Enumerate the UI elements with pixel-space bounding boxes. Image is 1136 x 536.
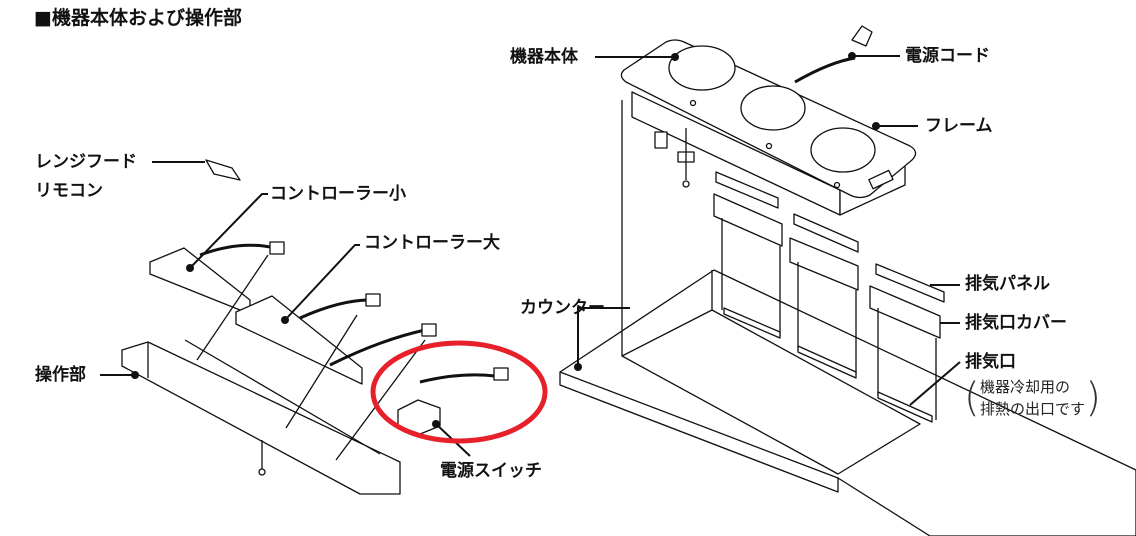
controls-drawing [121, 159, 509, 495]
exhaust-note: ( 機器冷却用の 排熱の出口です ) [964, 376, 1101, 420]
label-exhaust-panel: 排気パネル [965, 274, 1050, 294]
label-rangehood-remote-2: リモコン [35, 181, 103, 201]
label-exhaust-cover: 排気口カバー [965, 313, 1067, 333]
label-power-cord: 電源コード [905, 46, 990, 66]
label-rangehood-remote-1: レンジフード [35, 152, 137, 172]
note-line-2: 排熱の出口です [980, 400, 1086, 418]
paren-right: ) [1085, 375, 1102, 421]
label-exhaust-port: 排気口 [965, 352, 1016, 372]
section-title: ■機器本体および操作部 [34, 7, 242, 29]
label-control-panel: 操作部 [35, 365, 86, 385]
exhaust-parts-drawing [713, 171, 945, 423]
label-controller-large: コントローラー大 [364, 233, 500, 253]
highlight-circle [370, 340, 548, 444]
counter-drawing [559, 100, 1136, 536]
label-controller-small: コントローラー小 [270, 184, 406, 204]
label-unit-body: 機器本体 [510, 47, 578, 67]
label-counter: カウンター [520, 298, 605, 318]
paren-left: ( [964, 375, 980, 421]
label-power-switch: 電源スイッチ [440, 461, 542, 481]
label-frame: フレーム [925, 116, 993, 136]
note-line-1: 機器冷却用の [980, 378, 1071, 396]
hob-drawing [620, 25, 917, 216]
